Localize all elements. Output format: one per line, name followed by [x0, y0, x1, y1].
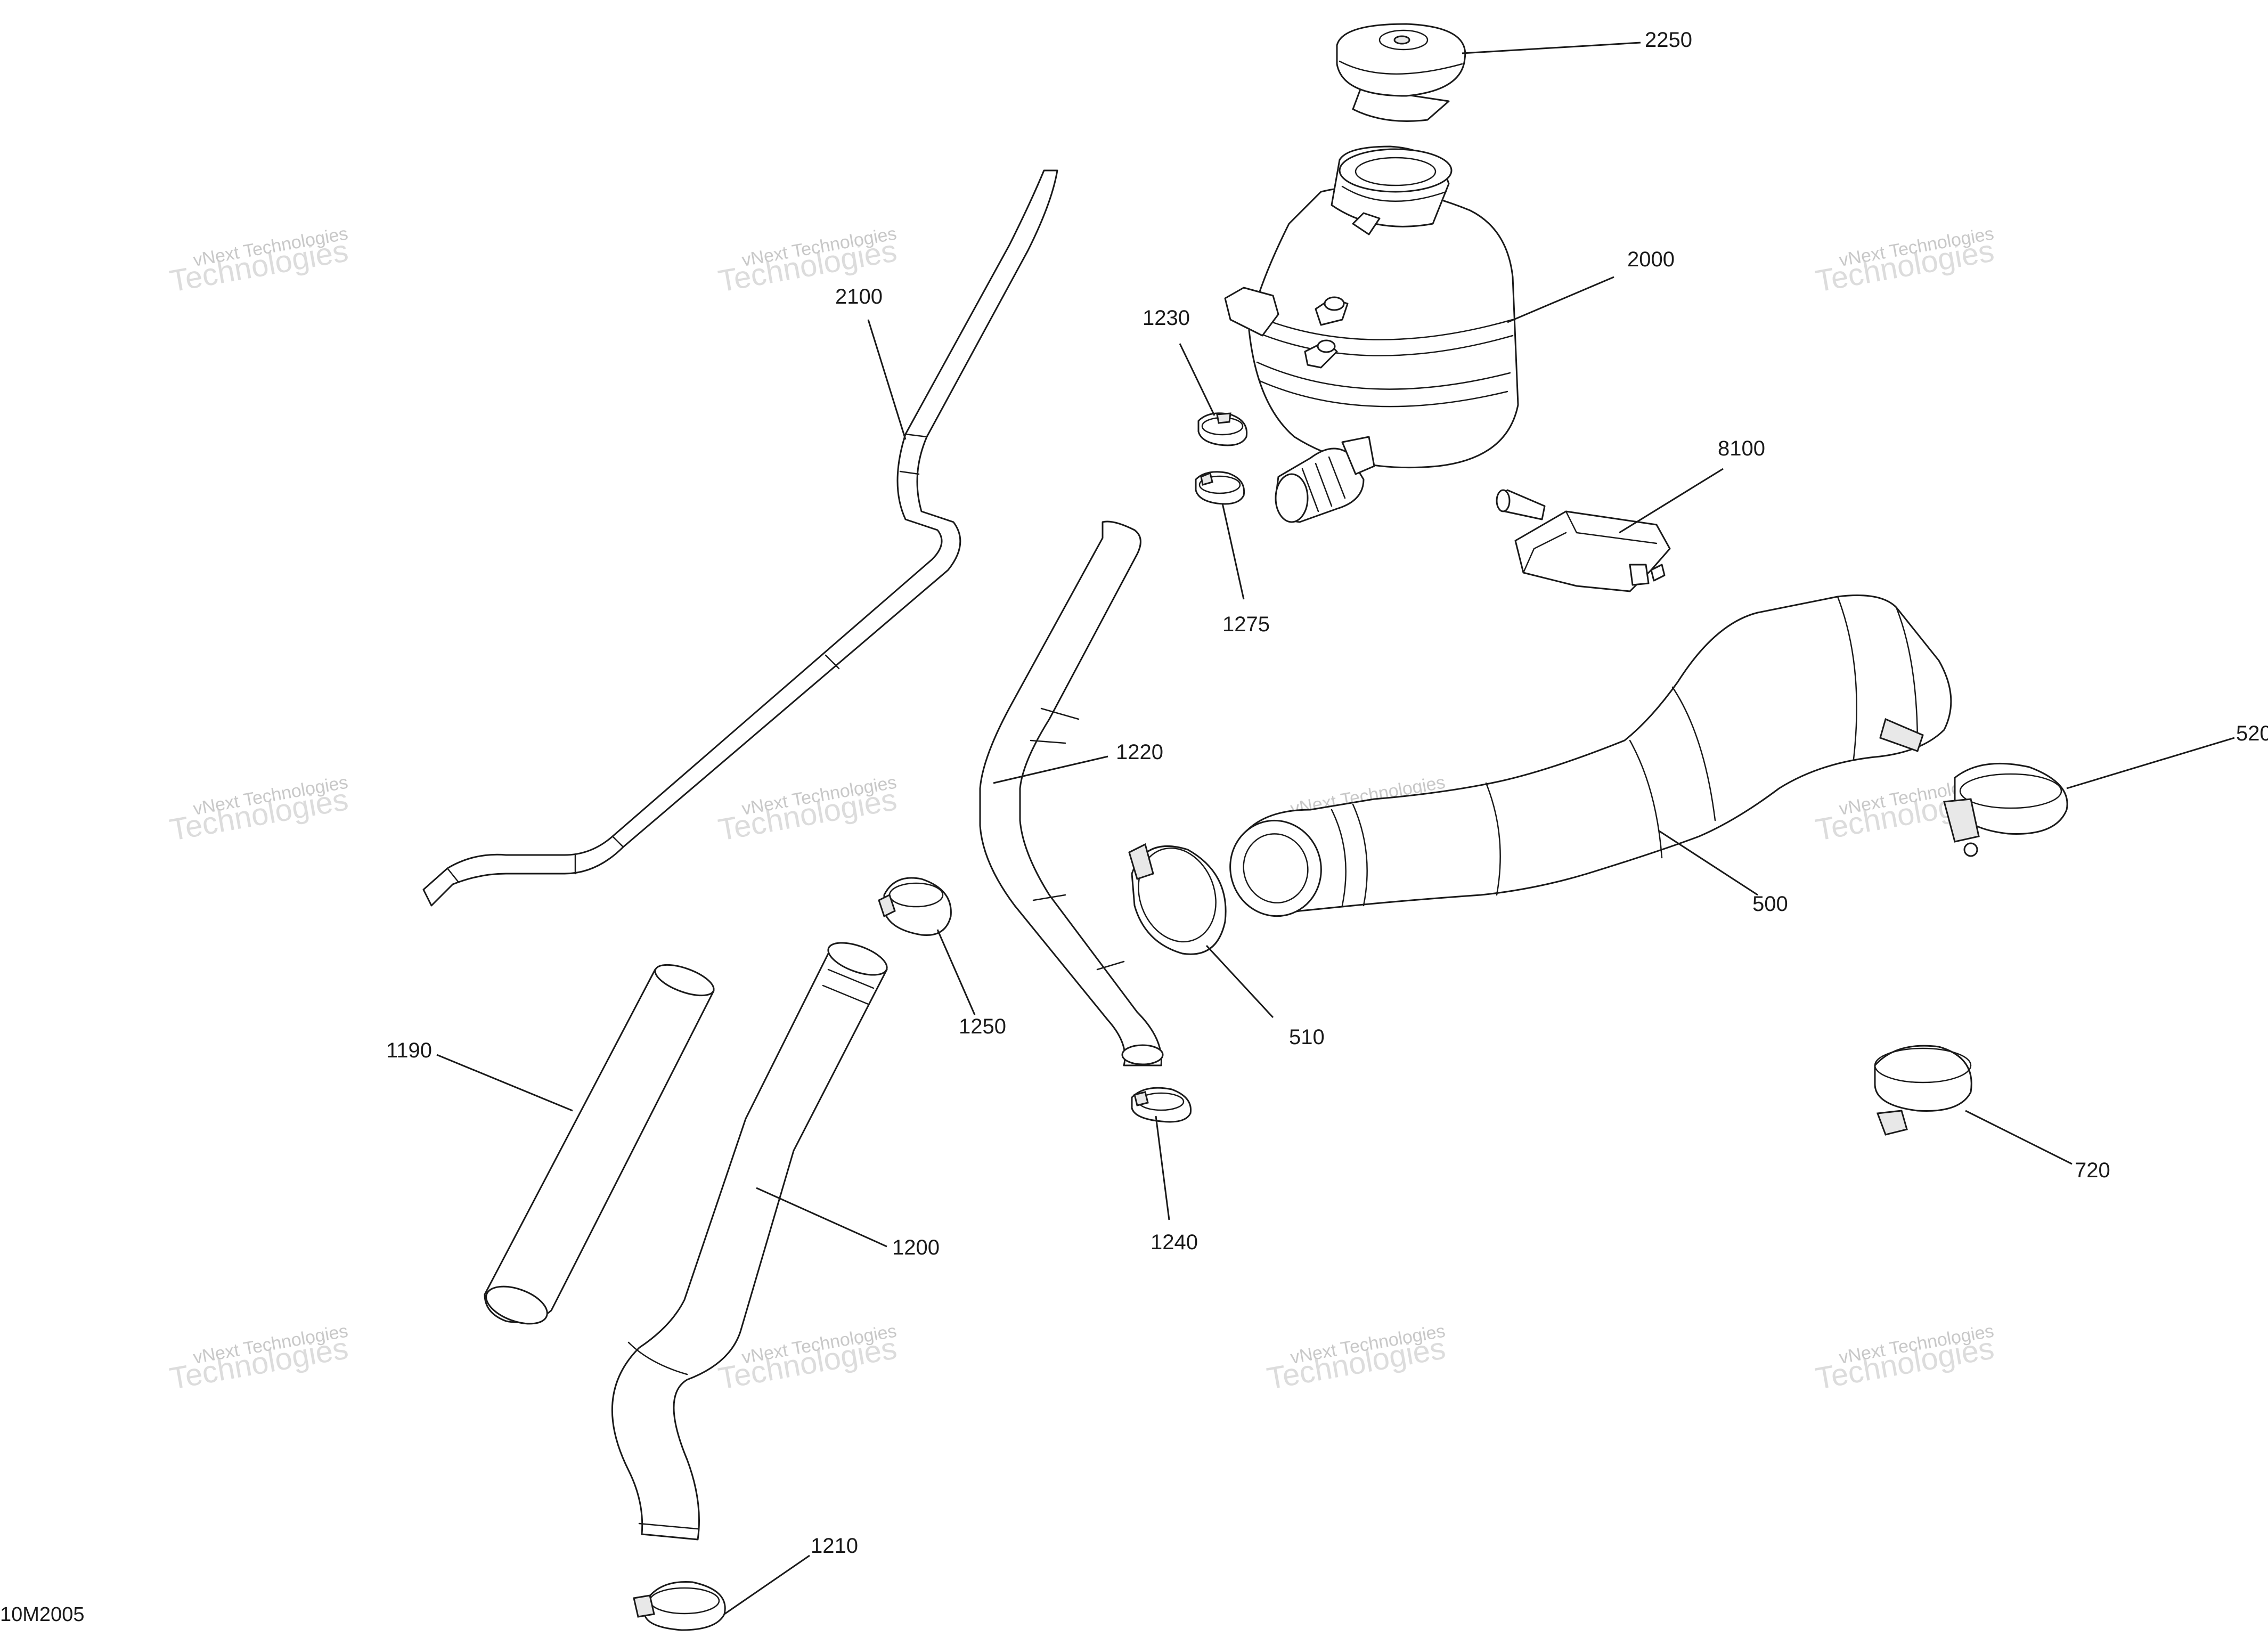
part-1220-hose: [979, 520, 1164, 1066]
watermark: Technologies vNext Technologies: [167, 1321, 351, 1396]
callout-720: 720: [2075, 1159, 2110, 1182]
watermark: Technologies vNext Technologies: [716, 1321, 900, 1396]
part-2100-pipe: [422, 169, 1058, 907]
callout-510: 510: [1289, 1025, 1325, 1049]
callout-8100: 8100: [1718, 437, 1765, 460]
callout-1275: 1275: [1222, 613, 1270, 636]
callout-1240: 1240: [1151, 1231, 1198, 1254]
part-1275-clamp: [1195, 471, 1245, 505]
callout-labels: 2250 2000 2100 1230 1275 8100 1220 520 5…: [386, 28, 2268, 1558]
callout-2100: 2100: [835, 285, 883, 308]
callout-1200: 1200: [892, 1236, 940, 1259]
part-520-clamp: [1943, 762, 2068, 857]
callout-1190: 1190: [386, 1039, 432, 1062]
watermark: Technologies vNext Technologies: [1813, 223, 1997, 299]
part-1200-hose: [611, 942, 888, 1541]
part-1230-clamp: [1197, 412, 1248, 446]
part-1190-tube: [484, 964, 715, 1325]
callout-1210: 1210: [811, 1534, 858, 1558]
part-2250-cap: [1336, 23, 1466, 122]
part-2000-tank: [1224, 145, 1519, 523]
part-1240-clamp: [1131, 1087, 1192, 1123]
part-720-clamp: [1874, 1045, 1972, 1136]
callout-500: 500: [1752, 892, 1788, 916]
callout-2000: 2000: [1627, 248, 1675, 271]
watermark: Technologies vNext Technologies: [1264, 1321, 1448, 1396]
part-500-hose: [1229, 594, 1952, 917]
part-1250-clamp: [878, 877, 952, 936]
watermark: Technologies vNext Technologies: [716, 772, 900, 848]
part-510-clamp: [1128, 843, 1227, 955]
callout-520: 520: [2236, 722, 2268, 745]
part-1210-clamp: [633, 1581, 726, 1631]
part-8100-bracket: [1496, 489, 1671, 592]
callout-2250: 2250: [1645, 28, 1692, 52]
leader-lines: [436, 42, 2235, 1615]
callout-1250: 1250: [959, 1015, 1006, 1038]
callout-1220: 1220: [1116, 740, 1163, 764]
callout-1230: 1230: [1143, 306, 1190, 330]
diagram-reference: 10M2005: [0, 1603, 84, 1626]
watermark: Technologies vNext Technologies: [167, 223, 351, 299]
watermark: Technologies vNext Technologies: [1813, 1321, 1997, 1396]
watermark: Technologies vNext Technologies: [167, 772, 351, 848]
